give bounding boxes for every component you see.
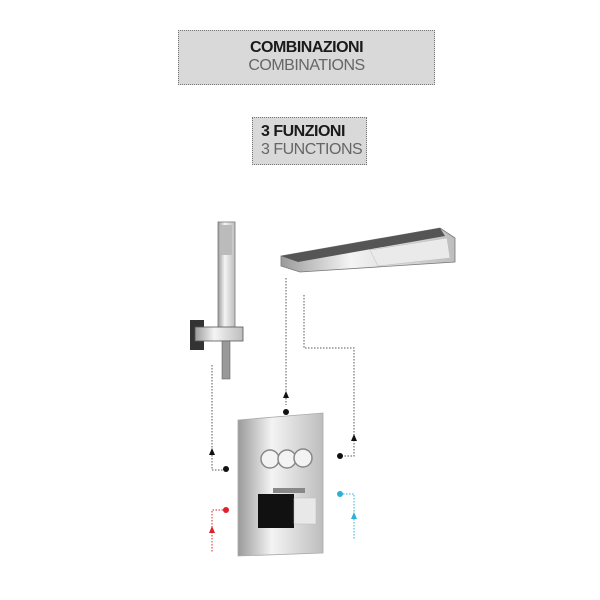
functions-label-box: 3 FUNZIONI 3 FUNCTIONS — [252, 117, 367, 165]
combinations-label-box: COMBINAZIONI COMBINATIONS — [178, 30, 435, 85]
cold-arrow-icon — [351, 512, 357, 519]
function-button-1 — [260, 449, 280, 469]
cold-water-inlet — [337, 491, 357, 540]
title-italian: COMBINAZIONI — [249, 39, 364, 56]
function-button-2 — [277, 449, 297, 469]
function-button-3 — [293, 448, 313, 468]
arrow-up-icon — [283, 391, 289, 398]
connection-dot — [337, 453, 343, 459]
title-english: COMBINATIONS — [248, 57, 365, 74]
arrow-up-icon — [351, 434, 357, 441]
rain-shower-head-icon — [280, 227, 456, 273]
hot-water-inlet — [209, 507, 229, 552]
connection-dot — [223, 466, 229, 472]
connection-lines — [211, 278, 355, 471]
temperature-handle — [258, 494, 294, 528]
hot-arrow-icon — [209, 526, 215, 533]
connection-dot — [283, 409, 289, 415]
functions-english: 3 FUNCTIONS — [261, 141, 363, 158]
functions-italian: 3 FUNZIONI — [261, 123, 345, 140]
hand-shower-icon — [190, 221, 244, 380]
thermostatic-mixer-panel-icon — [237, 412, 324, 557]
arrow-up-icon — [209, 448, 215, 455]
